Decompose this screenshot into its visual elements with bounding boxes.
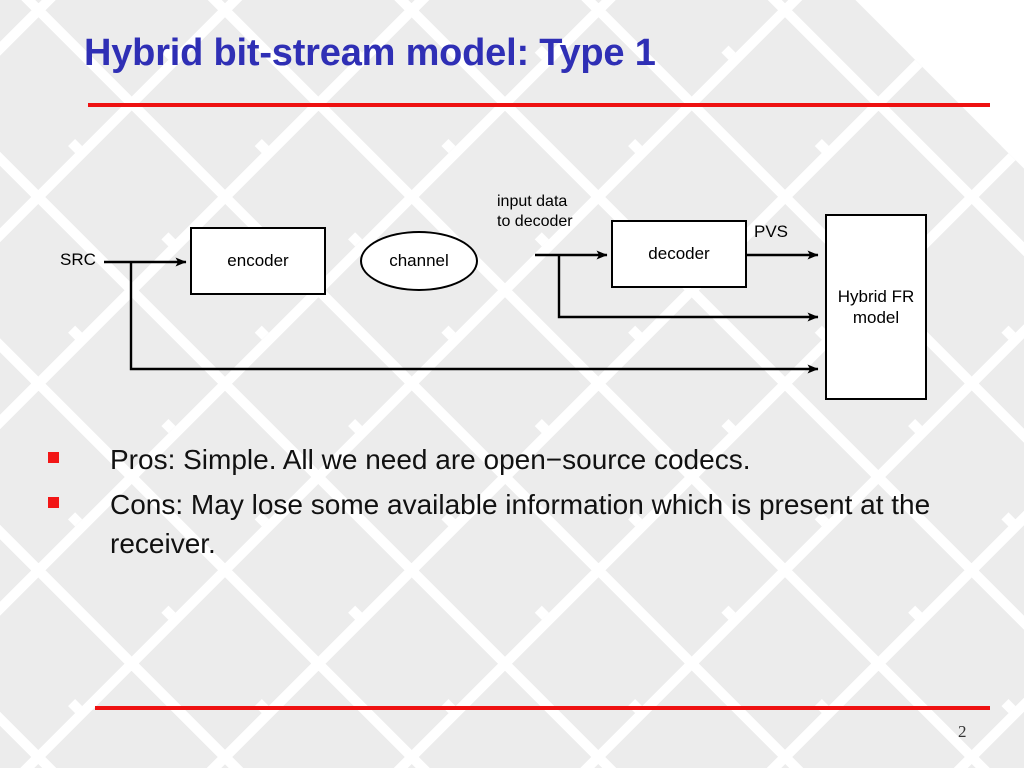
list-item: Cons: May lose some available informatio…	[42, 485, 962, 563]
bullet-square-icon	[48, 452, 59, 463]
hybrid-fr-model-box: Hybrid FR model	[825, 214, 927, 400]
page-number: 2	[958, 722, 967, 741]
line-bitstream-to-model	[557, 255, 819, 322]
page-title: Hybrid bit-stream model: Type 1	[84, 32, 656, 74]
footer-divider-rule	[95, 706, 990, 710]
decoder-box: decoder	[611, 220, 747, 288]
channel-ellipse: channel	[360, 231, 478, 291]
src-label: SRC	[60, 250, 96, 269]
title-divider-rule	[88, 103, 990, 107]
bullet-list: Pros: Simple. All we need are open−sourc…	[42, 440, 962, 570]
encoder-box: encoder	[190, 227, 326, 295]
bullet-text: Cons: May lose some available informatio…	[110, 489, 931, 560]
pvs-label: PVS	[754, 222, 789, 241]
bullet-text: Pros: Simple. All we need are open−sourc…	[110, 444, 751, 475]
line-src-to-model	[129, 262, 819, 374]
input-data-label: input data to decoder	[497, 193, 573, 230]
list-item: Pros: Simple. All we need are open−sourc…	[42, 440, 962, 479]
bullet-square-icon	[48, 497, 59, 509]
